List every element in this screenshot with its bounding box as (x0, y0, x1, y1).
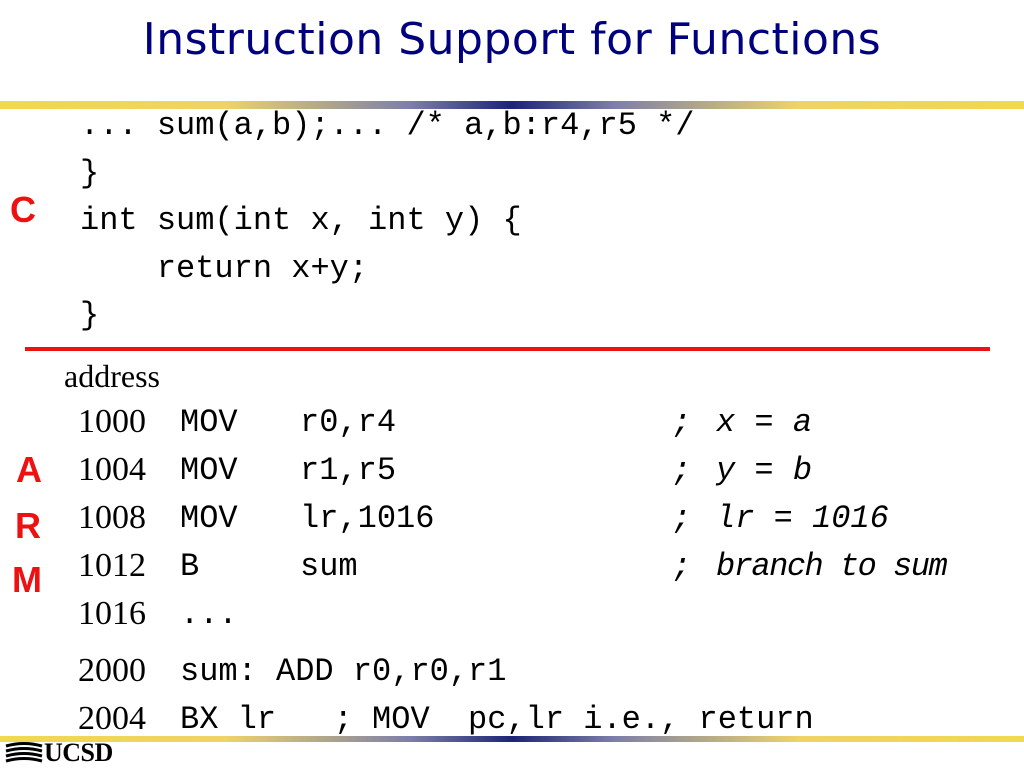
operands-1: r0,r4 (300, 404, 397, 441)
arm-label-a: A (16, 449, 42, 490)
sum-label-add: sum: ADD r0,r0,r1 (180, 653, 507, 690)
address-1016: 1016 (78, 595, 146, 632)
comment-1: x = a (716, 404, 813, 441)
c-code-line-4: return x+y; (80, 250, 369, 287)
operands-2: r1,r5 (300, 452, 397, 489)
address-header: address (64, 358, 160, 394)
opcode-mov-2: MOV (180, 452, 238, 489)
opcode-b: B (180, 548, 200, 585)
comment-semicolon-4: ; (672, 548, 692, 585)
address-2004: 2004 (78, 700, 146, 737)
c-code-line-2: } (80, 155, 100, 192)
comment-2: y = b (716, 452, 813, 489)
section-divider (25, 347, 990, 351)
c-code-line-1: ... sum(a,b);... /* a,b:r4,r5 */ (80, 107, 695, 144)
opcode-mov-1: MOV (180, 404, 238, 441)
ucsd-logo: UCSD (4, 740, 113, 766)
operands-4: sum (300, 548, 358, 585)
arm-label-m: M (12, 559, 42, 600)
comment-4: branch to sum (716, 548, 948, 585)
comment-3: lr = 1016 (716, 500, 889, 537)
address-1008: 1008 (78, 499, 146, 536)
trident-icon (5, 742, 43, 763)
ellipsis: ... (180, 596, 238, 633)
address-1012: 1012 (78, 547, 146, 584)
comment-semicolon-3: ; (672, 500, 692, 537)
c-code-line-3: int sum(int x, int y) { (80, 202, 522, 239)
opcode-mov-3: MOV (180, 500, 238, 537)
arm-label-r: R (15, 505, 41, 546)
title-underline-bar (0, 101, 1024, 109)
c-section-label: C (10, 189, 36, 230)
address-2000: 2000 (78, 652, 146, 689)
comment-semicolon-1: ; (672, 404, 692, 441)
address-1004: 1004 (78, 451, 146, 488)
operands-3: lr,1016 (300, 500, 435, 537)
ucsd-logo-text: UCSD (44, 738, 113, 767)
address-1000: 1000 (78, 403, 146, 440)
bx-lr-line: BX lr ; MOV pc,lr i.e., return (180, 701, 814, 738)
comment-semicolon-2: ; (672, 452, 692, 489)
footer-bar (0, 736, 1024, 742)
slide-title: Instruction Support for Functions (142, 14, 882, 65)
c-code-line-5: } (80, 297, 100, 334)
